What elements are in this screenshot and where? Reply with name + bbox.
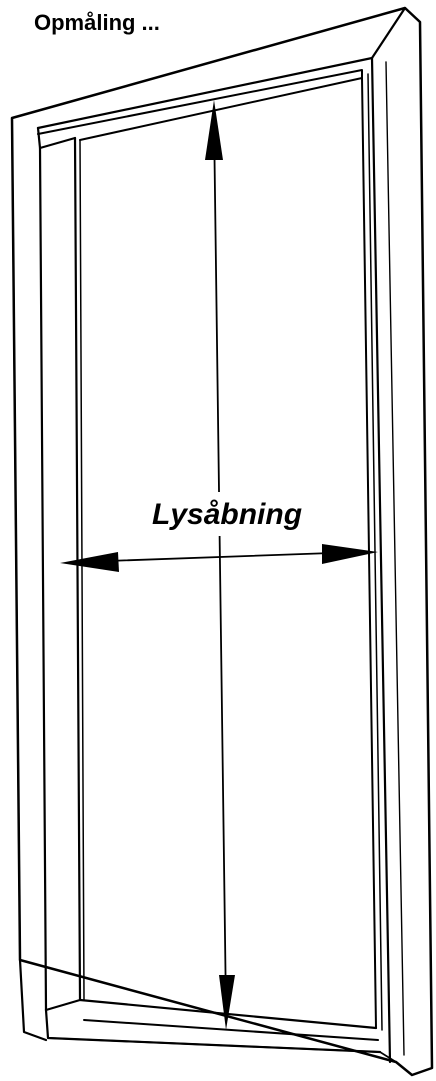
door-frame-outline — [10, 6, 434, 1077]
width-arrow — [60, 544, 378, 572]
lysabning-label: Lysåbning — [152, 498, 302, 531]
page-title: Opmåling ... — [34, 10, 160, 35]
height-arrow — [205, 100, 235, 1030]
label-background — [146, 492, 318, 536]
